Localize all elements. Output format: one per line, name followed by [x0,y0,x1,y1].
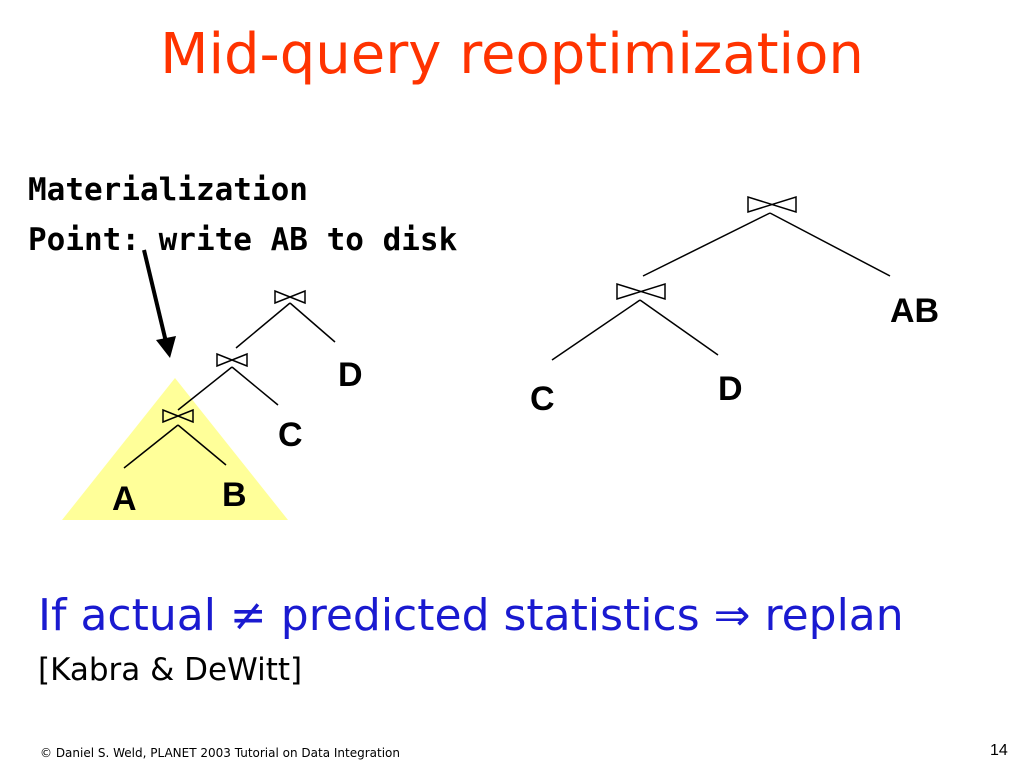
arrow-head [156,336,176,358]
right-edge-join2-c [551,299,641,361]
right-edge-root-join2 [642,212,771,277]
left-leaf-d: D [338,356,363,394]
right-edge-root-ab [769,212,891,277]
slide-title: Mid-query reoptimization [160,22,864,87]
left-edge-join3-a [123,424,179,469]
bowtie-join-icon [162,408,194,424]
left-leaf-a: A [112,480,137,518]
replan-statement: If actual ≠ predicted statistics ⇒ repla… [38,590,904,641]
materialization-label-line1: Materialization [28,172,308,208]
left-edge-join2-c [231,366,279,406]
left-edge-join3-b [177,424,227,466]
right-leaf-ab: AB [890,292,940,330]
footer-credit: © Daniel S. Weld, PLANET 2003 Tutorial o… [40,746,400,760]
materialized-subtree-highlight [62,378,288,520]
bowtie-join-icon [616,282,666,301]
materialization-label-line2: Point: write AB to disk [28,222,458,258]
right-edge-join2-d [639,299,719,356]
bowtie-join-icon [216,352,248,368]
left-leaf-c: C [278,416,303,454]
page-number: 14 [990,742,1008,759]
arrow-icon [142,249,168,343]
bowtie-join-icon [747,195,797,214]
right-leaf-c: C [530,380,555,418]
left-edge-root-join2 [235,302,291,349]
right-leaf-d: D [718,370,743,408]
left-edge-root-d [289,302,336,343]
citation: [Kabra & DeWitt] [38,652,303,688]
left-edge-join2-join3 [177,366,233,411]
left-leaf-b: B [222,476,247,514]
bowtie-join-icon [274,289,306,305]
